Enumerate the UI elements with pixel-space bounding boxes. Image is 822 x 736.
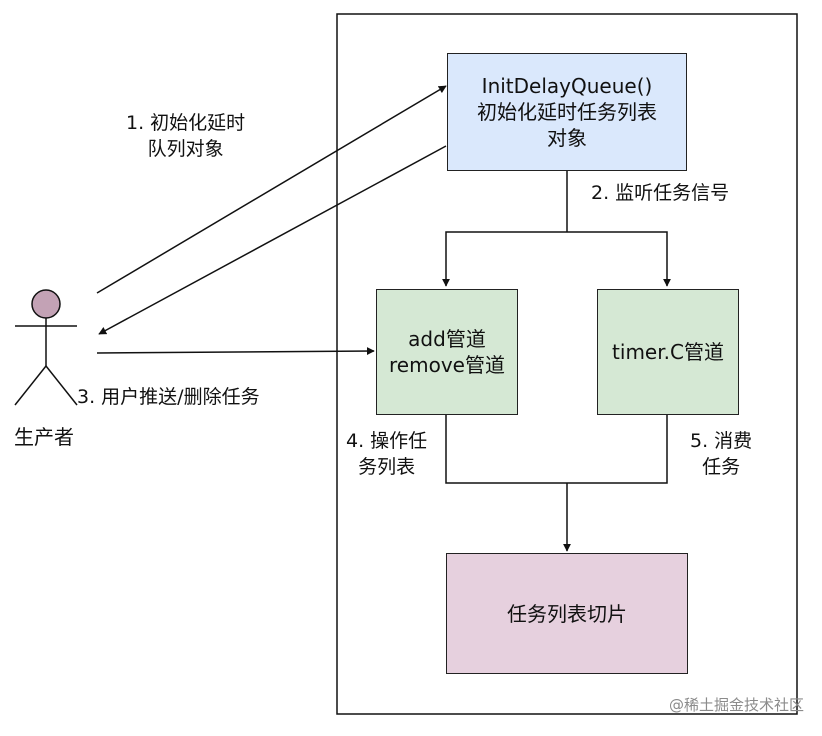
node-add-remove-line2: remove管道 [389, 353, 505, 377]
edge-step2-to-timer [567, 231, 671, 287]
edge-step1-init [96, 85, 447, 294]
node-timer-line1: timer.C管道 [612, 340, 724, 364]
label-step1-line1: 1. 初始化延时 [126, 112, 246, 134]
node-slice-line1: 任务列表切片 [507, 601, 627, 626]
node-task-list-slice: 任务列表切片 [446, 553, 688, 674]
system-boundary [336, 13, 798, 715]
label-step4-line1: 4. 操作任 [346, 430, 428, 452]
actor-label: 生产者 [14, 425, 74, 449]
actor-figure [14, 289, 78, 406]
edge-step5-consume [567, 414, 668, 484]
label-step5: 5. 消费 任务 [690, 428, 752, 480]
edge-step4-operate [445, 414, 567, 484]
label-step5-line1: 5. 消费 [690, 430, 753, 452]
label-step3: 3. 用户推送/删除任务 [77, 386, 260, 408]
actor-head [31, 289, 61, 319]
edge-return-to-actor [98, 145, 447, 335]
watermark: @稀土掘金技术社区 [668, 696, 804, 714]
node-init-line2: 初始化延时任务列表 [477, 100, 657, 124]
edge-step2-to-add-remove [442, 231, 567, 287]
label-step1-line2: 队列对象 [147, 138, 224, 160]
label-step2: 2. 监听任务信号 [591, 182, 730, 204]
node-init-delay-queue: InitDelayQueue() 初始化延时任务列表 对象 [447, 53, 687, 171]
edge-step3-push-remove [96, 347, 375, 356]
node-init-line1: InitDelayQueue() [481, 74, 653, 98]
label-step1: 1. 初始化延时 队列对象 [126, 110, 245, 162]
node-timer-channel: timer.C管道 [597, 289, 739, 415]
label-step4: 4. 操作任 务列表 [346, 428, 427, 480]
node-add-remove-channel: add管道 remove管道 [376, 289, 518, 415]
label-step5-line2: 任务 [702, 456, 741, 478]
node-add-remove-line1: add管道 [408, 327, 486, 351]
node-init-line3: 对象 [547, 126, 587, 150]
label-step4-line2: 务列表 [358, 456, 416, 478]
